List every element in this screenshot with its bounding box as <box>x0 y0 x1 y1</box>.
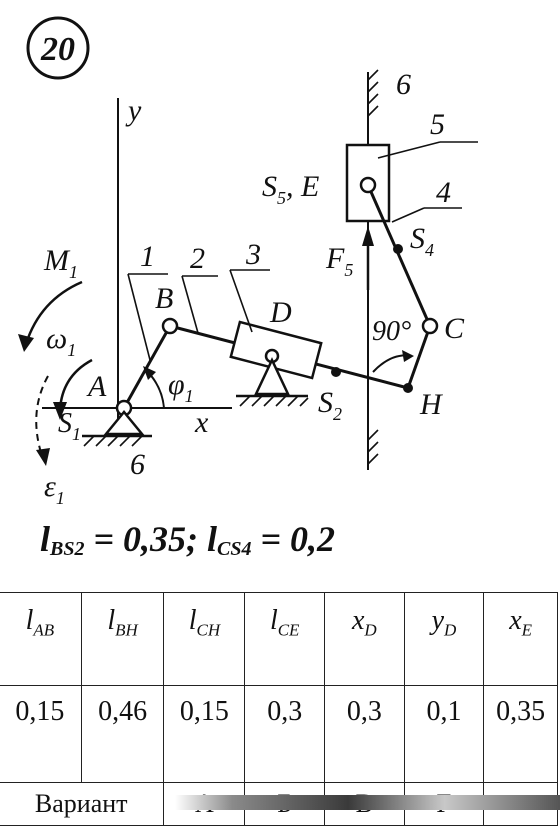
header-xD: xD <box>324 592 405 686</box>
table-header-row: lAB lBH lCH lCE xD yD xE <box>0 592 558 686</box>
x-axis-label: x <box>194 406 209 439</box>
label-C: C <box>444 312 465 345</box>
link-4 <box>366 184 432 327</box>
support-D-hatch <box>239 395 309 407</box>
label-S5E: S5, E <box>262 170 319 208</box>
joint-B <box>161 317 179 335</box>
link-1-label: 1 <box>140 240 155 273</box>
problem-number-circle <box>26 16 90 80</box>
point-S4 <box>393 244 403 254</box>
joint-E <box>359 176 377 194</box>
link-2-label: 2 <box>190 242 205 275</box>
joint-C <box>421 317 439 335</box>
leader-4 <box>391 207 425 223</box>
point-S2 <box>331 367 341 377</box>
epsilon-arc <box>35 375 49 457</box>
support-A-hatch <box>83 435 143 447</box>
ground-6-top: 6 <box>396 68 411 101</box>
mechanism-diagram: 20 y x 6 5 4 S4 S5, E F5 C 90° <box>18 16 478 508</box>
link-3-label: 3 <box>245 238 261 271</box>
header-lBH: lBH <box>80 592 165 686</box>
link-5-label: 5 <box>430 108 445 141</box>
epsilon-arrowhead <box>36 448 50 466</box>
value-lCH: 0,15 <box>163 685 246 783</box>
table-values-row: 0,15 0,46 0,15 0,3 0,3 0,1 0,35 <box>0 685 558 783</box>
label-H: H <box>419 388 444 421</box>
variant-label: Вариант <box>0 782 165 826</box>
header-lCH: lCH <box>163 592 246 686</box>
point-H <box>403 383 413 393</box>
link-4-label: 4 <box>436 176 451 209</box>
support-D <box>254 357 290 396</box>
label-phi: φ1 <box>168 368 194 406</box>
leader-5 <box>377 141 441 159</box>
photo-strip <box>175 795 560 810</box>
value-lBH: 0,46 <box>80 685 165 783</box>
value-yD: 0,1 <box>403 685 485 783</box>
formula: lBS2 = 0,35; lCS4 = 0,2 <box>40 519 335 560</box>
problem-number: 20 <box>40 31 75 68</box>
value-lAB: 0,15 <box>0 685 82 783</box>
ground-6-bottom: 6 <box>130 448 145 481</box>
value-xD: 0,3 <box>324 685 405 783</box>
leader-3 <box>229 269 253 333</box>
leader-1 <box>127 273 151 361</box>
label-S2: S2 <box>318 386 342 424</box>
bottom-ground-hatch <box>367 429 379 465</box>
link-1 <box>122 325 172 409</box>
force-F5-arrowhead <box>362 226 374 246</box>
label-D: D <box>269 296 292 329</box>
header-lAB: lAB <box>0 592 82 686</box>
moment-M-arrowhead <box>18 334 34 352</box>
label-omega: ω1 <box>46 322 76 360</box>
label-epsilon: ε1 <box>44 470 65 508</box>
label-M: M1 <box>43 244 78 282</box>
omega-arrowhead <box>53 402 67 420</box>
parameters-table: lAB lBH lCH lCE xD yD xE 0,15 0,46 0,15 … <box>0 592 558 826</box>
label-A: A <box>86 370 107 403</box>
value-lCE: 0,3 <box>244 685 326 783</box>
value-xE: 0,35 <box>483 685 558 783</box>
phi-arrowhead <box>143 366 156 380</box>
label-90: 90° <box>372 316 411 347</box>
header-lCE: lCE <box>244 592 326 686</box>
label-F5: F5 <box>325 242 353 280</box>
support-A <box>103 410 145 436</box>
y-axis-label: y <box>125 94 142 127</box>
label-B: B <box>155 282 173 315</box>
top-ground-hatch <box>367 69 379 117</box>
header-xE: xE <box>483 592 558 686</box>
label-S4: S4 <box>410 222 434 260</box>
header-yD: yD <box>403 592 485 686</box>
angle-90-arrowhead <box>402 350 414 362</box>
moment-M-arc <box>24 280 83 345</box>
leader-2 <box>181 275 199 334</box>
link-CH <box>406 325 432 389</box>
